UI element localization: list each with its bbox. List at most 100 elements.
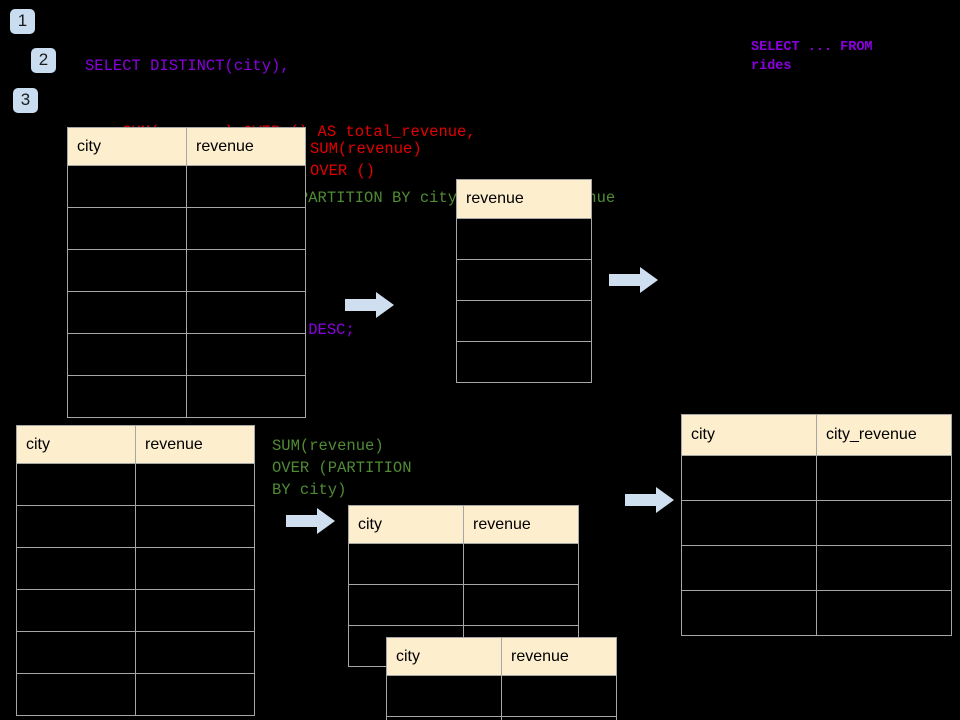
table-row (681, 455, 952, 501)
cell-city (67, 375, 187, 418)
cell-city (681, 545, 817, 591)
column-header-city: city (16, 425, 136, 464)
table-row (16, 631, 255, 674)
column-header-revenue: revenue (501, 637, 617, 676)
cell-revenue (463, 543, 579, 585)
step-badge-2: 2 (31, 48, 56, 73)
annotation-sum-over-partition: SUM(revenue) OVER (PARTITION BY city) (272, 437, 412, 499)
cell-city (348, 584, 464, 626)
cell-city-revenue (816, 590, 952, 636)
cell-revenue (135, 589, 255, 632)
cell-city (16, 463, 136, 506)
cell-city (348, 543, 464, 585)
cell-city (67, 249, 187, 292)
table-row (16, 547, 255, 590)
step-badge-1: 1 (10, 9, 35, 34)
table-row (681, 545, 952, 591)
column-header-city: city (681, 414, 817, 456)
cell-city (67, 291, 187, 334)
source-table-top: city revenue (67, 127, 306, 418)
total-revenue-table: revenue (456, 179, 592, 383)
cell-city (386, 716, 502, 720)
cell-city-revenue (816, 500, 952, 546)
table-header-row: city revenue (67, 127, 306, 166)
cell-city (681, 500, 817, 546)
arrow-source-to-partition-icon (286, 508, 335, 534)
sql-line-select: SELECT DISTINCT(city), (85, 57, 290, 75)
step-badge-3: 3 (13, 88, 38, 113)
cell-revenue (135, 673, 255, 716)
annotation-sum-over-empty: SUM(revenue) OVER () (310, 140, 422, 180)
table-row (67, 291, 306, 334)
cell-revenue (186, 291, 306, 334)
column-header-revenue: revenue (463, 505, 579, 544)
cell-revenue (186, 165, 306, 208)
cell-revenue (456, 259, 592, 301)
table-header-row: revenue (456, 179, 592, 219)
cell-city (16, 547, 136, 590)
cell-revenue (186, 375, 306, 418)
table-row (16, 463, 255, 506)
cell-city (681, 590, 817, 636)
table-row (456, 300, 592, 342)
cell-city (16, 505, 136, 548)
table-header-row: city revenue (348, 505, 579, 544)
cell-revenue (135, 631, 255, 674)
cell-revenue (501, 716, 617, 720)
table-header-row: city revenue (386, 637, 617, 676)
arrow-source-to-total-icon (345, 292, 394, 318)
cell-revenue (135, 505, 255, 548)
cell-city (67, 207, 187, 250)
column-header-city: city (386, 637, 502, 676)
table-row (67, 375, 306, 418)
table-row (348, 584, 579, 626)
cell-revenue (135, 547, 255, 590)
table-row (456, 218, 592, 260)
cell-revenue (456, 300, 592, 342)
annotation-select-from: SELECT ... FROM rides (751, 40, 873, 74)
cell-revenue (463, 584, 579, 626)
column-header-city: city (67, 127, 187, 166)
column-header-city: city (348, 505, 464, 544)
table-row (16, 673, 255, 716)
table-row (348, 543, 579, 585)
table-row (386, 675, 617, 717)
cell-city (67, 333, 187, 376)
table-row (681, 500, 952, 546)
cell-city (386, 675, 502, 717)
cell-city (16, 673, 136, 716)
result-table: city city_revenue (681, 414, 952, 636)
table-row (67, 165, 306, 208)
partition-table-a: city revenue (348, 505, 579, 667)
table-row (16, 589, 255, 632)
cell-revenue (186, 207, 306, 250)
cell-revenue (186, 249, 306, 292)
cell-city (67, 165, 187, 208)
arrow-partition-to-result-icon (625, 487, 674, 513)
table-row (456, 259, 592, 301)
arrow-total-to-result-icon (609, 267, 658, 293)
cell-city (681, 455, 817, 501)
column-header-revenue: revenue (456, 179, 592, 219)
cell-revenue (501, 675, 617, 717)
column-header-city-revenue: city_revenue (816, 414, 952, 456)
cell-revenue (456, 218, 592, 260)
column-header-revenue: revenue (135, 425, 255, 464)
cell-revenue (456, 341, 592, 383)
table-row (681, 590, 952, 636)
cell-city (16, 631, 136, 674)
partition-table-b: city revenue (386, 637, 617, 720)
cell-revenue (186, 333, 306, 376)
cell-city (16, 589, 136, 632)
cell-city-revenue (816, 545, 952, 591)
cell-revenue (135, 463, 255, 506)
table-row (456, 341, 592, 383)
table-row (67, 333, 306, 376)
table-row (386, 716, 617, 720)
source-table-bottom: city revenue (16, 425, 255, 716)
table-row (16, 505, 255, 548)
cell-city-revenue (816, 455, 952, 501)
table-header-row: city city_revenue (681, 414, 952, 456)
column-header-revenue: revenue (186, 127, 306, 166)
